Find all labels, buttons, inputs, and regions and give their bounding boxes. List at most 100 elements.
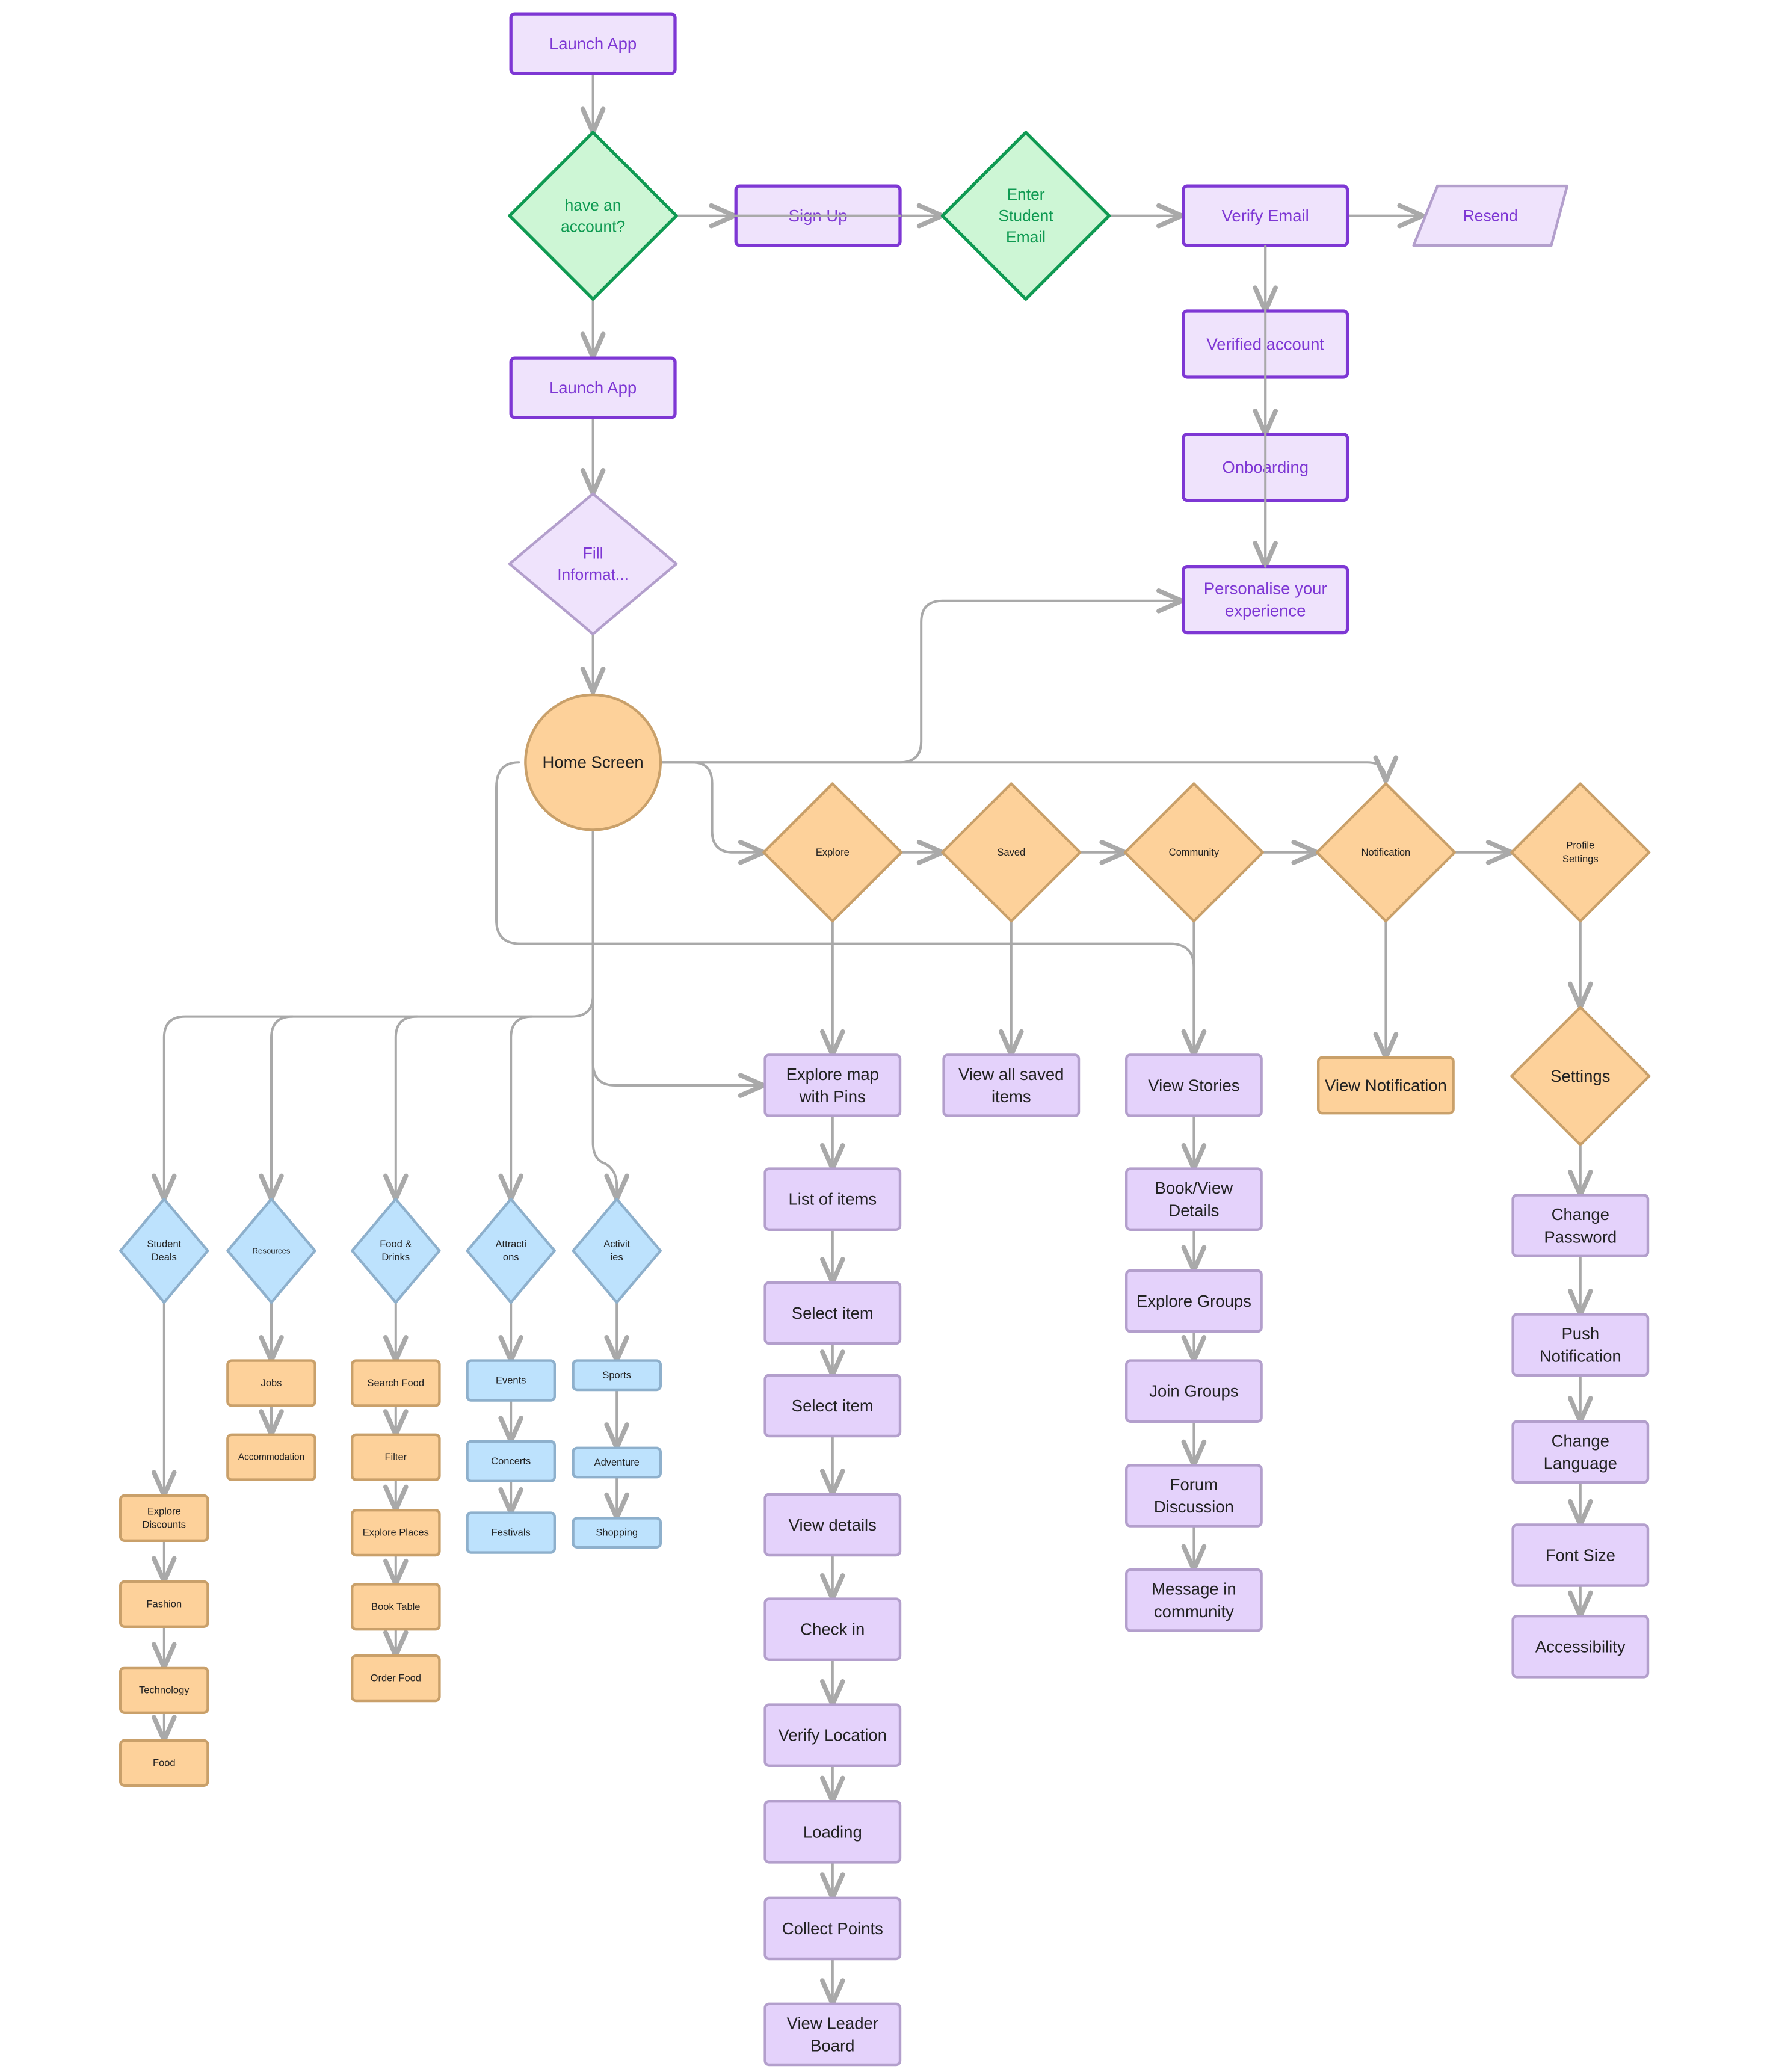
node-loading[interactable]: Loading xyxy=(763,1799,902,1864)
node-collect-points[interactable]: Collect Points xyxy=(763,1896,902,1961)
node-food[interactable]: Food xyxy=(119,1739,209,1787)
node-shape xyxy=(1316,1056,1455,1115)
node-label: Activit xyxy=(603,1239,630,1250)
node-shape xyxy=(572,1359,662,1392)
node-select-item-1[interactable]: Select item xyxy=(763,1281,902,1345)
node-label: community xyxy=(1154,1602,1234,1621)
node-fill-information[interactable]: FillInformat... xyxy=(508,492,678,635)
node-label: View all saved xyxy=(958,1065,1064,1084)
node-label: Filter xyxy=(384,1452,407,1463)
node-view-notification[interactable]: View Notification xyxy=(1316,1056,1455,1115)
node-label: Notification xyxy=(1540,1346,1621,1365)
node-label: Change xyxy=(1552,1431,1609,1450)
node-events[interactable]: Events xyxy=(466,1359,556,1402)
node-shape xyxy=(1124,1053,1263,1117)
node-adventure[interactable]: Adventure xyxy=(572,1446,662,1479)
node-select-item-2[interactable]: Select item xyxy=(763,1374,902,1438)
node-resend[interactable]: Resend xyxy=(1412,184,1568,247)
node-label: Profile xyxy=(1566,840,1594,851)
node-label: Select item xyxy=(792,1304,874,1322)
node-verify-email[interactable]: Verify Email xyxy=(1182,184,1349,247)
node-community[interactable]: Community xyxy=(1123,782,1264,923)
node-shape xyxy=(1124,1269,1263,1333)
node-festivals[interactable]: Festivals xyxy=(466,1511,556,1554)
node-label: Accessibility xyxy=(1535,1637,1626,1656)
node-label: View Leader xyxy=(787,2014,878,2032)
node-label: Explore Places xyxy=(363,1528,429,1538)
connector-arrow xyxy=(259,1017,292,1200)
node-settings[interactable]: Settings xyxy=(1510,1006,1651,1147)
node-label: Password xyxy=(1544,1227,1617,1246)
connector-arrow xyxy=(659,588,1182,762)
node-shape xyxy=(1511,1420,1650,1484)
node-saved[interactable]: Saved xyxy=(941,782,1082,923)
node-font-size[interactable]: Font Size xyxy=(1511,1523,1650,1587)
node-explore-places[interactable]: Explore Places xyxy=(351,1508,441,1557)
node-check-in[interactable]: Check in xyxy=(763,1597,902,1662)
node-notification[interactable]: Notification xyxy=(1315,782,1456,923)
node-accessibility[interactable]: Accessibility xyxy=(1511,1614,1650,1679)
connector-arrow xyxy=(151,830,593,1199)
node-label: Change xyxy=(1552,1205,1609,1224)
node-label: Book/View xyxy=(1155,1179,1233,1197)
node-shape xyxy=(119,1198,209,1304)
node-verify-location[interactable]: Verify Location xyxy=(763,1703,902,1768)
node-view-details[interactable]: View details xyxy=(763,1493,902,1557)
node-jobs[interactable]: Jobs xyxy=(226,1359,316,1407)
node-label: Fashion xyxy=(146,1599,182,1609)
node-launch-app-1[interactable]: Launch App xyxy=(509,12,677,75)
node-explore[interactable]: Explore xyxy=(762,782,903,923)
node-label: Loading xyxy=(803,1822,862,1841)
node-book-table[interactable]: Book Table xyxy=(351,1583,441,1631)
node-technology[interactable]: Technology xyxy=(119,1666,209,1715)
node-search-food[interactable]: Search Food xyxy=(351,1359,441,1407)
node-shape xyxy=(763,1281,902,1345)
node-join-groups[interactable]: Join Groups xyxy=(1124,1359,1263,1423)
node-shape xyxy=(1510,782,1651,923)
node-food-drinks[interactable]: Food &Drinks xyxy=(351,1198,441,1304)
node-fashion[interactable]: Fashion xyxy=(119,1580,209,1629)
node-concerts[interactable]: Concerts xyxy=(466,1440,556,1483)
node-shape xyxy=(1124,1568,1263,1632)
node-list-of-items[interactable]: List of items xyxy=(763,1167,902,1231)
node-launch-app-2[interactable]: Launch App xyxy=(509,356,677,419)
node-shape xyxy=(763,1374,902,1438)
node-explore-groups[interactable]: Explore Groups xyxy=(1124,1269,1263,1333)
node-label: have an xyxy=(565,196,621,214)
node-shape xyxy=(762,782,903,923)
node-shape xyxy=(1315,782,1456,923)
node-label: Personalise your xyxy=(1204,579,1327,598)
node-label: with Pins xyxy=(799,1087,866,1106)
node-shape xyxy=(466,1198,556,1304)
node-order-food[interactable]: Order Food xyxy=(351,1654,441,1703)
node-resources[interactable]: Resources xyxy=(226,1198,316,1304)
node-label: Festivals xyxy=(492,1528,531,1538)
node-filter[interactable]: Filter xyxy=(351,1433,441,1481)
node-accommodation[interactable]: Accommodation xyxy=(226,1433,316,1481)
node-view-stories[interactable]: View Stories xyxy=(1124,1053,1263,1117)
node-label: Verify Email xyxy=(1222,206,1309,225)
node-shape xyxy=(351,1433,441,1481)
node-home-screen[interactable]: Home Screen xyxy=(524,693,662,831)
node-sports[interactable]: Sports xyxy=(572,1359,662,1392)
node-label: Explore xyxy=(816,847,850,858)
node-shopping[interactable]: Shopping xyxy=(572,1517,662,1549)
node-label: View Stories xyxy=(1148,1076,1239,1095)
